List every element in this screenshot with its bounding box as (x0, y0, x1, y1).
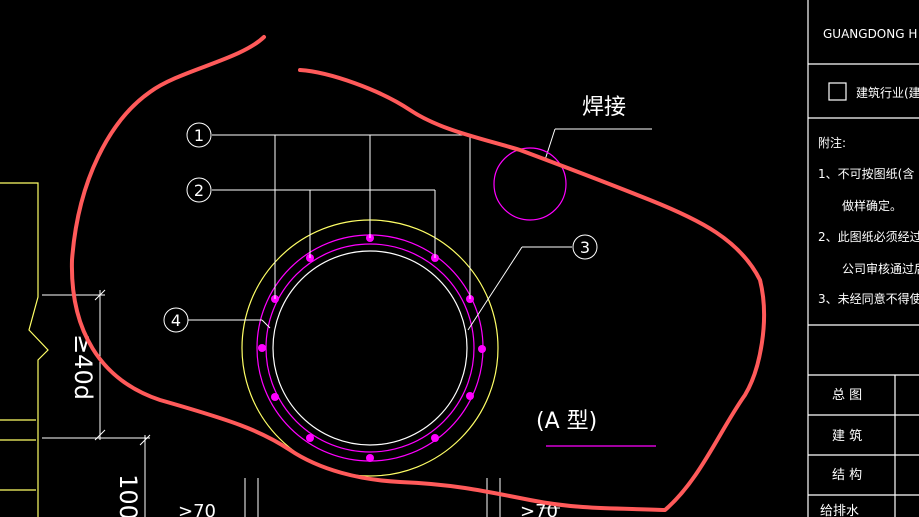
category-checkbox[interactable] (828, 82, 847, 101)
rebar-ring-outer (256, 234, 484, 462)
callout-3[interactable]: 3 (572, 234, 598, 260)
callout-4[interactable]: 4 (163, 307, 189, 333)
weld-detail-circle (493, 147, 567, 221)
dim-bottom-left-text: >70 (178, 501, 216, 517)
callout-2-label: 2 (194, 181, 204, 200)
left-wall-outline (0, 182, 49, 517)
rebar-ring-inner (265, 243, 475, 453)
inner-core-circle (272, 250, 468, 446)
callout-2[interactable]: 2 (186, 177, 212, 203)
bottom-structure-lines (244, 478, 560, 517)
table-row-label: 建 筑 (832, 428, 862, 444)
rebar-dot (466, 392, 474, 400)
title-block (807, 0, 919, 517)
callout-3-label: 3 (580, 238, 590, 257)
note-line: 公司审核通过后才能施 (842, 261, 919, 276)
weld-label: 焊接 (582, 95, 626, 120)
dim-bottom-vertical-text: 100 (114, 474, 142, 517)
callout-4-label: 4 (171, 311, 181, 330)
note-line: 3、未经同意不得使用、施 (818, 291, 919, 306)
note-line: 2、此图纸必须经过相关地 (818, 230, 919, 244)
table-row-label: 结 构 (832, 468, 862, 483)
left-dimension (42, 289, 151, 517)
table-row-label: 总 图 (832, 388, 862, 403)
category-checkbox-label: 建筑行业(建筑工 (856, 85, 919, 100)
note-line: 1、不可按图纸(含 (818, 166, 914, 181)
leader-lines (188, 128, 652, 331)
red-markup-outline (69, 35, 766, 512)
callout-1[interactable]: 1 (186, 122, 212, 148)
rebar-dot (366, 454, 374, 462)
outer-pile-circle (241, 219, 499, 477)
callout-1-label: 1 (194, 126, 204, 145)
rebar-dot (431, 434, 439, 442)
rebar-dot (258, 344, 266, 352)
note-line: 做样确定。 (842, 198, 902, 213)
rebar-dot (478, 345, 486, 353)
notes-title: 附注: (818, 135, 846, 150)
table-row-label: 给排水 (820, 504, 859, 517)
rebar-dot (306, 434, 314, 442)
rebar-dot (271, 393, 279, 401)
dim-left-text: ≥40d (69, 334, 97, 400)
company-name-en: GUANGDONG H (823, 27, 917, 41)
rebar-dots (258, 234, 486, 462)
type-label: (A 型) (536, 409, 597, 434)
